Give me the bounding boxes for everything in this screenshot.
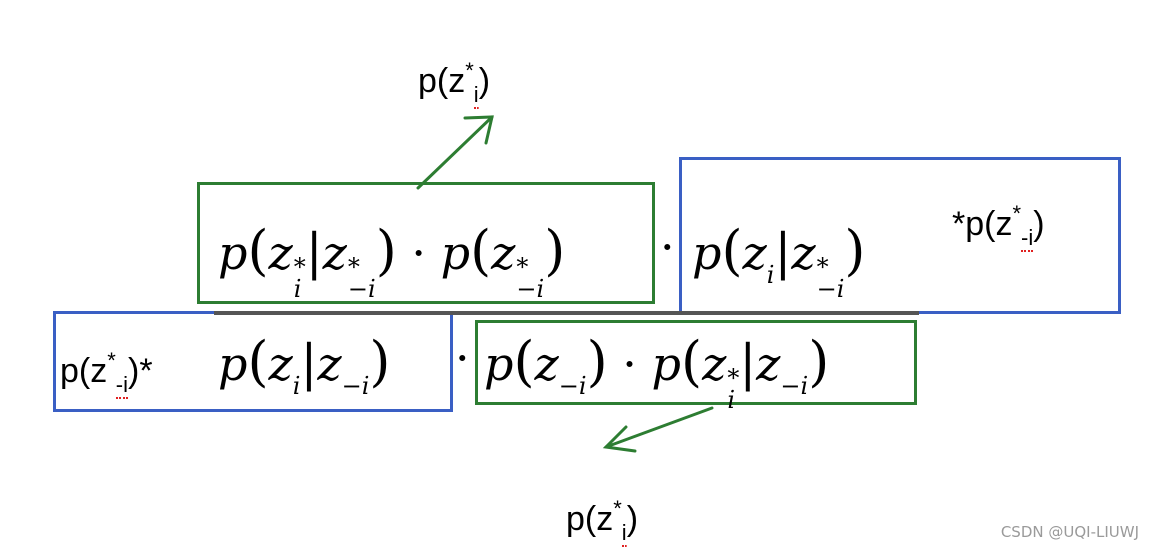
bottom-label: p(z*i): [566, 496, 639, 547]
den-t3-p: p: [651, 337, 681, 391]
den-t1-sub: i: [292, 372, 301, 400]
numerator-dot2: ·: [660, 220, 675, 274]
fraction-bar: [214, 311, 919, 315]
arrow-down-shaft: [604, 406, 714, 449]
num-t3-z: z: [742, 226, 767, 280]
den-t1-p: p: [218, 337, 248, 391]
num-t1-sup2: *: [347, 253, 360, 281]
den-t3-z2: z: [756, 337, 781, 391]
num-t1-sub2: −i: [347, 275, 376, 303]
left-label: p(z*-i)*: [60, 348, 153, 399]
den-t2-z: z: [534, 337, 559, 391]
num-dot1: ·: [411, 226, 427, 280]
num-t1-z: z: [268, 226, 293, 280]
den-t1-z2: z: [317, 337, 342, 391]
den-dot2: ·: [622, 337, 637, 391]
den-t1-sub2: −i: [341, 372, 370, 400]
num-t2-p: p: [440, 226, 471, 280]
num-t3-sub: i: [766, 261, 775, 289]
num-t3-sub2: −i: [816, 275, 845, 303]
den-t2-p: p: [484, 337, 514, 391]
num-t3-z2: z: [791, 226, 816, 280]
denominator-green-box: [475, 320, 917, 405]
right-label: *p(z*-i): [952, 201, 1045, 252]
num-t1-p: p: [218, 226, 248, 280]
numerator-green-box: [197, 182, 655, 304]
denominator-dot1: ·: [455, 331, 470, 385]
watermark: CSDN @UQI-LIUWJ: [1000, 523, 1139, 541]
den-t3-sup: *: [727, 364, 740, 392]
num-t2-z: z: [491, 226, 516, 280]
num-t1-sub: i: [293, 275, 302, 303]
denominator-terms23: p(z−i) · p(z*i|z−i): [484, 330, 830, 414]
top-label: p(z*i): [418, 58, 491, 109]
num-t2-sub: −i: [516, 275, 545, 303]
arrow-up-head: [463, 115, 494, 145]
denominator-term1: p(zi|z−i): [218, 330, 391, 400]
num-t1-z2: z: [322, 226, 347, 280]
num-t1-sup: *: [293, 253, 306, 281]
den-t1-z: z: [268, 337, 293, 391]
arrow-up-shaft: [416, 115, 494, 190]
numerator-formula: p(z*i|z*−i) · p(z*−i): [218, 219, 566, 303]
den-t2-sub: −i: [558, 372, 587, 400]
den-t3-sub2: −i: [780, 372, 809, 400]
numerator-term3: p(zi|z*−i): [692, 219, 866, 303]
num-t2-sup: *: [516, 253, 529, 281]
num-t3-p: p: [692, 226, 722, 280]
num-t3-sup2: *: [816, 253, 829, 281]
den-t3-z: z: [702, 337, 727, 391]
arrow-down-head: [602, 425, 637, 453]
den-t3-sub: i: [727, 386, 735, 414]
